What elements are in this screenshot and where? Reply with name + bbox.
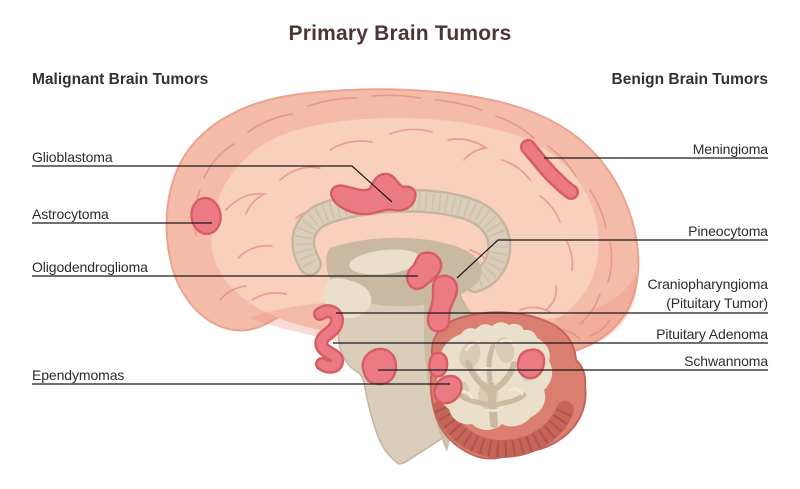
pointer-pineocytoma	[456, 239, 768, 279]
label-meningioma: Meningioma	[692, 141, 768, 157]
label-craniopharyngioma-line2: (Pituitary Tumor)	[666, 294, 768, 311]
tumor-cerebellum-right	[516, 348, 546, 380]
label-pineocytoma: Pineocytoma	[688, 223, 768, 239]
tumor-meningioma	[522, 141, 577, 198]
label-glioblastoma: Glioblastoma	[32, 149, 113, 165]
tumor-ependymoma	[433, 374, 463, 405]
tumors	[190, 139, 579, 405]
pointer-glioblastoma	[32, 165, 393, 203]
gyri-lines	[193, 94, 613, 341]
pointer-lines	[32, 157, 768, 385]
label-craniopharyngioma-line1: Craniopharyngioma	[647, 276, 769, 292]
label-oligodendroglioma: Oligodendroglioma	[32, 259, 148, 275]
tumor-pineal-upper	[405, 251, 443, 291]
cerebellum	[429, 311, 587, 460]
tumor-astrocytoma	[190, 196, 222, 236]
label-pituitary-adenoma: Pituitary Adenoma	[656, 326, 768, 342]
tumor-glioblastoma	[330, 172, 417, 216]
tumor-pituitary	[315, 306, 342, 372]
corpus-callosum	[291, 188, 512, 293]
tumor-cerebellum-left	[428, 351, 449, 378]
page-title: Primary Brain Tumors	[288, 22, 512, 45]
label-astrocytoma: Astrocytoma	[32, 206, 109, 222]
tumor-schwannoma	[361, 347, 398, 386]
tumor-pineocytoma	[426, 274, 459, 333]
label-craniopharyngioma: Craniopharyngioma (Pituitary Tumor)	[647, 275, 769, 312]
label-ependymomas: Ependymomas	[32, 367, 125, 383]
label-schwannoma: Schwannoma	[684, 353, 768, 369]
benign-section-heading: Benign Brain Tumors	[611, 71, 768, 88]
malignant-section-heading: Malignant Brain Tumors	[32, 71, 209, 88]
